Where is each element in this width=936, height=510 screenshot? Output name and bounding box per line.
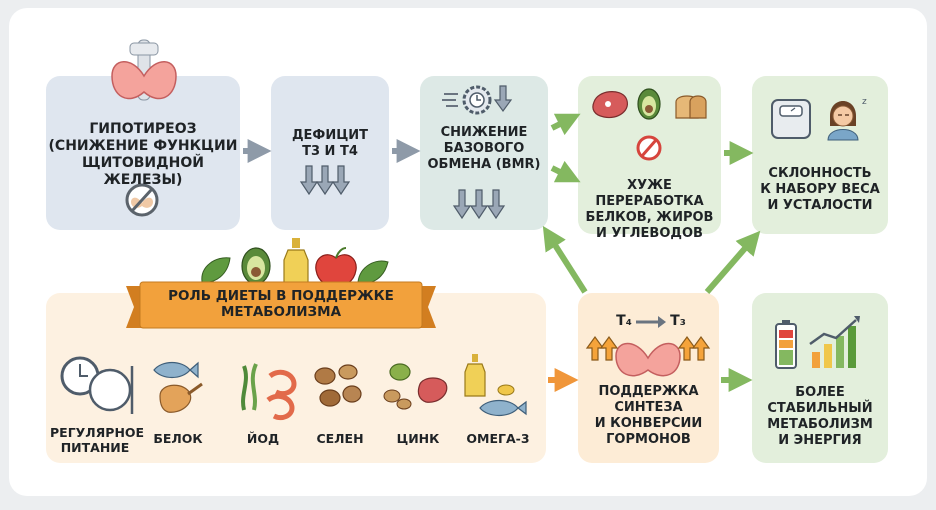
scale-icon bbox=[771, 99, 811, 139]
leaf-right-icon bbox=[357, 260, 389, 284]
steak-icon bbox=[592, 91, 628, 119]
hormone-t3: T₃ bbox=[670, 313, 686, 329]
diet-item-omega-label: ОМЕГА-3 bbox=[466, 431, 530, 446]
no-thyroid-icon bbox=[125, 183, 159, 217]
deficit-label: ДЕФИЦИТ Т3 И Т4 bbox=[291, 128, 369, 159]
apple-icon bbox=[315, 247, 357, 286]
clock-plate-icon bbox=[60, 356, 134, 414]
bmr-label: СНИЖЕНИЕ БАЗОВОГО ОБМЕНА (BMR) bbox=[427, 125, 541, 172]
leaf-icon bbox=[201, 257, 231, 283]
diet-item-iodine-label: ЙОД bbox=[246, 431, 280, 446]
tendency-label: СКЛОННОСТЬ К НАБОРУ ВЕСА И УСТАЛОСТИ bbox=[760, 166, 880, 213]
processing-label: ХУЖЕ ПЕРЕРАБОТКА БЕЛКОВ, ЖИРОВ И УГЛЕВОД… bbox=[585, 178, 714, 241]
deficit-box bbox=[271, 76, 389, 230]
nuts-icon bbox=[314, 364, 362, 407]
avocado-icon bbox=[637, 88, 661, 120]
prohibited-icon bbox=[636, 135, 662, 161]
convert-arrow-icon bbox=[636, 316, 666, 328]
battery-icon bbox=[775, 320, 797, 369]
stable-box bbox=[752, 293, 888, 463]
svg-text:z: z bbox=[862, 97, 867, 107]
diet-banner bbox=[126, 281, 436, 329]
bmr-down-arrows-icon bbox=[452, 189, 506, 220]
bread-icon bbox=[675, 95, 707, 119]
arrow-support-bmr bbox=[542, 225, 588, 294]
fish-chicken-icon bbox=[153, 361, 203, 413]
beans-meat-icon bbox=[383, 363, 448, 410]
hypothyroid-label: ГИПОТИРЕОЗ (СНИЖЕНИЕ ФУНКЦИИ ЩИТОВИДНОЙ … bbox=[48, 121, 238, 188]
diet-item-protein-label: БЕЛОК bbox=[153, 431, 203, 446]
thyroid-support-icon bbox=[615, 342, 681, 377]
oil-bottle-icon bbox=[283, 238, 309, 285]
seaweed-shrimp-icon bbox=[241, 363, 297, 421]
diet-item-regular-label: РЕГУЛЯРНОЕ ПИТАНИЕ bbox=[50, 425, 145, 455]
oil-fish-icon bbox=[464, 354, 527, 417]
stable-label: БОЛЕЕ СТАБИЛЬНЫЙ МЕТАБОЛИЗМ И ЭНЕРГИЯ bbox=[767, 385, 873, 448]
diet-item-zinc-label: ЦИНК bbox=[396, 431, 440, 446]
arrow-bmr-processing-upper bbox=[550, 113, 581, 136]
gear-clock-icon bbox=[442, 85, 513, 115]
arrow-support-tendency bbox=[704, 230, 761, 294]
diet-item-selenium-label: СЕЛЕН bbox=[316, 431, 364, 446]
growth-chart-icon bbox=[809, 316, 860, 368]
diet-banner-text: РОЛЬ ДИЕТЫ В ПОДДЕРЖКЕ МЕТАБОЛИЗМА bbox=[168, 288, 394, 320]
down-arrows-icon bbox=[299, 165, 351, 196]
thyroid-icon bbox=[111, 39, 177, 101]
hormone-t4: T₄ bbox=[616, 313, 632, 329]
support-label: ПОДДЕРЖКА СИНТЕЗА И КОНВЕРСИИ ГОРМОНОВ bbox=[594, 384, 703, 447]
tired-person-icon: z bbox=[827, 97, 867, 141]
avocado-diet-icon bbox=[241, 247, 271, 285]
arrow-bmr-processing-lower bbox=[550, 160, 581, 183]
up-arrows-icon bbox=[585, 335, 711, 361]
